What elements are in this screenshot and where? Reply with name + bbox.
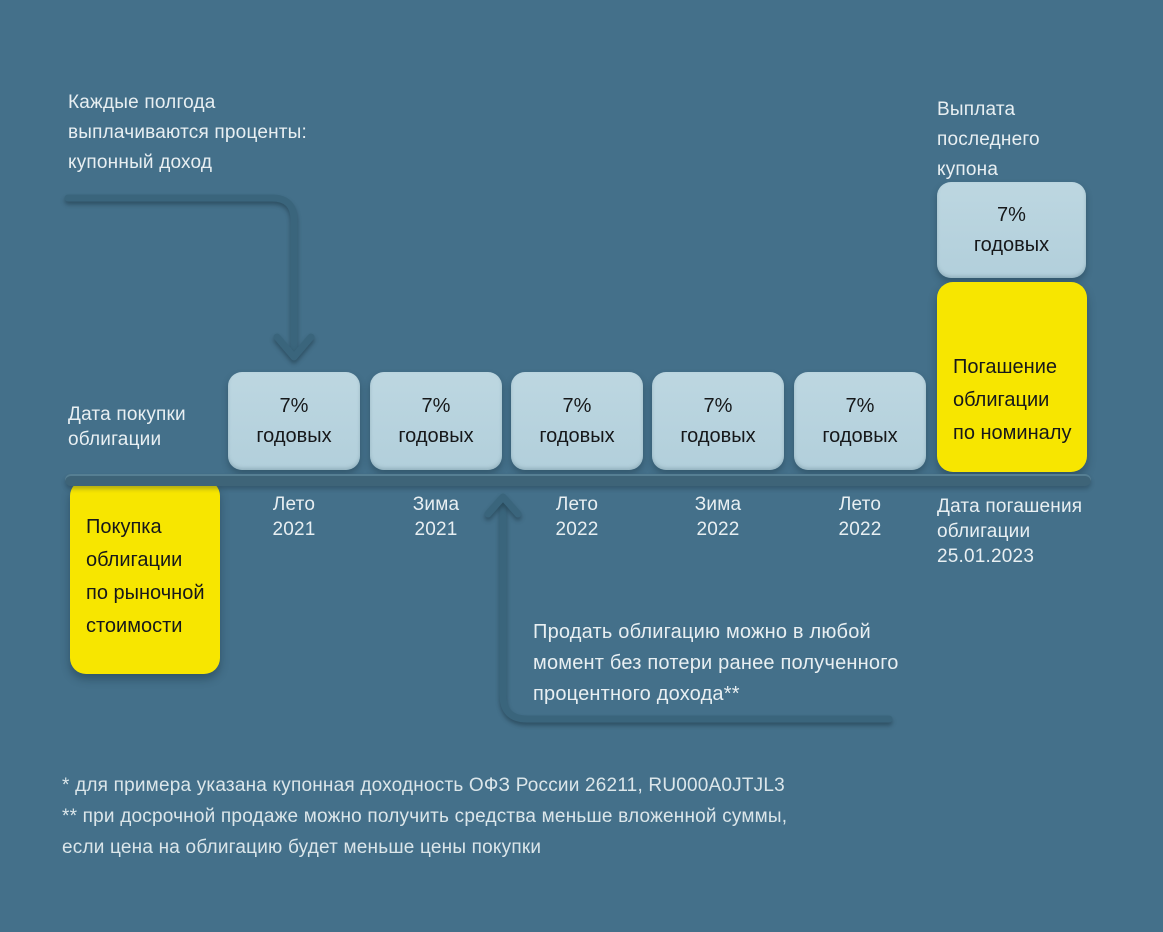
coupon-rate: 7%	[421, 395, 451, 417]
purchase-card: Покупка облигации по рыночной стоимости	[70, 480, 220, 674]
coupon-income-note: Каждые полгода выплачиваются проценты: к…	[68, 92, 308, 173]
period-label-5: Лето 2022	[838, 494, 882, 540]
coupon-rate: 7%	[997, 204, 1026, 226]
coupon-rate: 7%	[279, 395, 309, 417]
sell-anytime-note: Продать облигацию можно в любой момент б…	[533, 621, 899, 705]
coupon-rate: 7%	[703, 395, 733, 417]
coupon-unit: годовых	[822, 425, 898, 447]
coupon-unit: годовых	[539, 425, 615, 447]
final-coupon-card: 7% годовых	[937, 182, 1086, 278]
last-coupon-note: Выплата последнего купона	[937, 99, 1040, 180]
coupon-card-4: 7% годовых	[652, 372, 784, 470]
footnotes: * для примера указана купонная доходност…	[62, 775, 788, 858]
redemption-card: Погашение облигации по номиналу	[937, 282, 1087, 472]
period-label-3: Лето 2022	[555, 494, 599, 540]
period-label-4: Зима 2022	[694, 494, 742, 540]
coupon-unit: годовых	[973, 234, 1050, 256]
period-label-1: Лето 2021	[272, 494, 316, 540]
sell-anytime-arrow-icon	[484, 493, 893, 723]
period-label-2: Зима 2021	[412, 494, 460, 540]
coupon-payments-arrow-icon	[64, 194, 315, 361]
coupon-rate: 7%	[845, 395, 875, 417]
coupon-unit: годовых	[398, 425, 474, 447]
redemption-card-label: Погашение облигации по номиналу	[953, 356, 1072, 444]
coupon-card-5: 7% годовых	[794, 372, 926, 470]
coupon-card-3: 7% годовых	[511, 372, 643, 470]
coupon-unit: годовых	[256, 425, 332, 447]
redemption-date-label: Дата погашения облигации 25.01.2023	[937, 496, 1083, 567]
purchase-date-label: Дата покупки облигации	[68, 404, 186, 450]
coupon-card-1: 7% годовых	[228, 372, 360, 470]
timeline-bar	[65, 474, 1091, 486]
coupon-unit: годовых	[680, 425, 756, 447]
coupon-card-2: 7% годовых	[370, 372, 502, 470]
purchase-card-label: Покупка облигации по рыночной стоимости	[86, 516, 205, 637]
coupon-rate: 7%	[562, 395, 592, 417]
